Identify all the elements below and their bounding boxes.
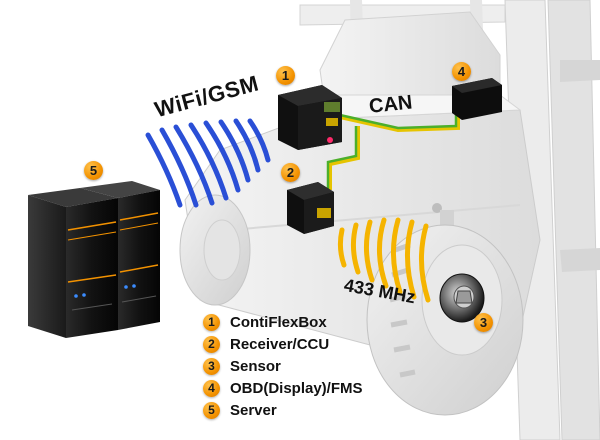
legend-text: Server	[230, 401, 277, 419]
legend-number: 5	[203, 401, 220, 419]
legend-item-obd: 4 OBD(Display)/FMS	[203, 377, 363, 399]
wifi-gsm-waves	[145, 118, 271, 208]
legend-number: 4	[203, 379, 220, 397]
rf-433mhz-waves	[337, 217, 431, 303]
obd-display-fms-device	[452, 78, 502, 120]
server-icon	[28, 181, 160, 338]
legend-item-sensor: 3 Sensor	[203, 355, 363, 377]
legend-number: 2	[203, 335, 220, 353]
can-label: CAN	[368, 91, 414, 118]
rear-tyre	[179, 194, 251, 306]
legend-text: Sensor	[230, 357, 281, 375]
front-tyre	[366, 224, 524, 416]
receiver-ccu-device	[287, 182, 334, 234]
tpms-sensor	[439, 273, 485, 323]
callout-badge-3: 3	[474, 313, 493, 332]
contiflexbox-device	[278, 85, 342, 150]
legend-text: ContiFlexBox	[230, 313, 327, 331]
callout-badge-5: 5	[84, 161, 103, 180]
legend-item-receiver: 2 Receiver/CCU	[203, 333, 363, 355]
callout-badge-1: 1	[276, 66, 295, 85]
callout-badge-4: 4	[452, 62, 471, 81]
legend: 1 ContiFlexBox 2 Receiver/CCU 3 Sensor 4…	[203, 311, 363, 421]
legend-text: OBD(Display)/FMS	[230, 379, 363, 397]
legend-text: Receiver/CCU	[230, 335, 330, 353]
legend-number: 3	[203, 357, 220, 375]
can-bus-cables	[326, 103, 460, 190]
legend-item-server: 5 Server	[203, 399, 363, 421]
legend-number: 1	[203, 313, 220, 331]
legend-item-contiflexbox: 1 ContiFlexBox	[203, 311, 363, 333]
callout-badge-2: 2	[281, 163, 300, 182]
